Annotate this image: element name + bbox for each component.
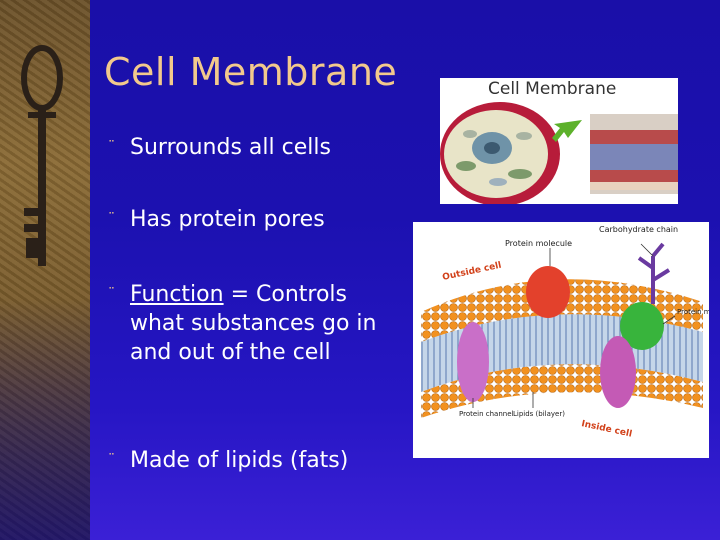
label-protein-molecule-right: Protein molecule xyxy=(677,308,709,316)
bullet-item: ¨ Made of lipids (fats) xyxy=(108,446,348,475)
bullet-marker: ¨ xyxy=(108,452,115,468)
cell-membrane-illustration: Cell Membrane xyxy=(440,78,678,204)
bullet-text: Made of lipids (fats) xyxy=(130,448,349,473)
bullet-text: Function = Controls what substances go i… xyxy=(130,280,378,367)
function-term: Function xyxy=(130,282,224,307)
function-definition: = Controls what substances go in and out… xyxy=(130,282,377,365)
bullet-text: Has protein pores xyxy=(130,207,325,232)
bullet-marker: ¨ xyxy=(108,139,115,155)
label-protein-channel: Protein channel xyxy=(459,410,514,418)
bullet-item: ¨ Function = Controls what substances go… xyxy=(108,280,378,367)
label-protein-molecule-top: Protein molecule xyxy=(505,239,572,248)
membrane-diagram: Protein molecule Carbohydrate chain Outs… xyxy=(413,222,709,458)
label-carbohydrate-chain: Carbohydrate chain xyxy=(599,225,678,234)
bullet-marker: ¨ xyxy=(108,286,115,302)
bullet-text: Surrounds all cells xyxy=(130,135,331,160)
label-lipid-bilayer: Lipids (bilayer) xyxy=(513,410,565,418)
slide-title: Cell Membrane xyxy=(104,50,398,94)
key-photo-strip xyxy=(0,0,90,540)
bullet-item: ¨ Has protein pores xyxy=(108,205,325,234)
membrane-diagram-illustration: Protein molecule Carbohydrate chain Outs… xyxy=(413,222,709,458)
bullet-marker: ¨ xyxy=(108,211,115,227)
cell-membrane-image: Cell Membrane xyxy=(440,78,678,204)
image-heading: Cell Membrane xyxy=(488,79,616,99)
key-icon xyxy=(21,45,63,266)
bullet-item: ¨ Surrounds all cells xyxy=(108,133,331,162)
strip-fade xyxy=(0,300,90,540)
